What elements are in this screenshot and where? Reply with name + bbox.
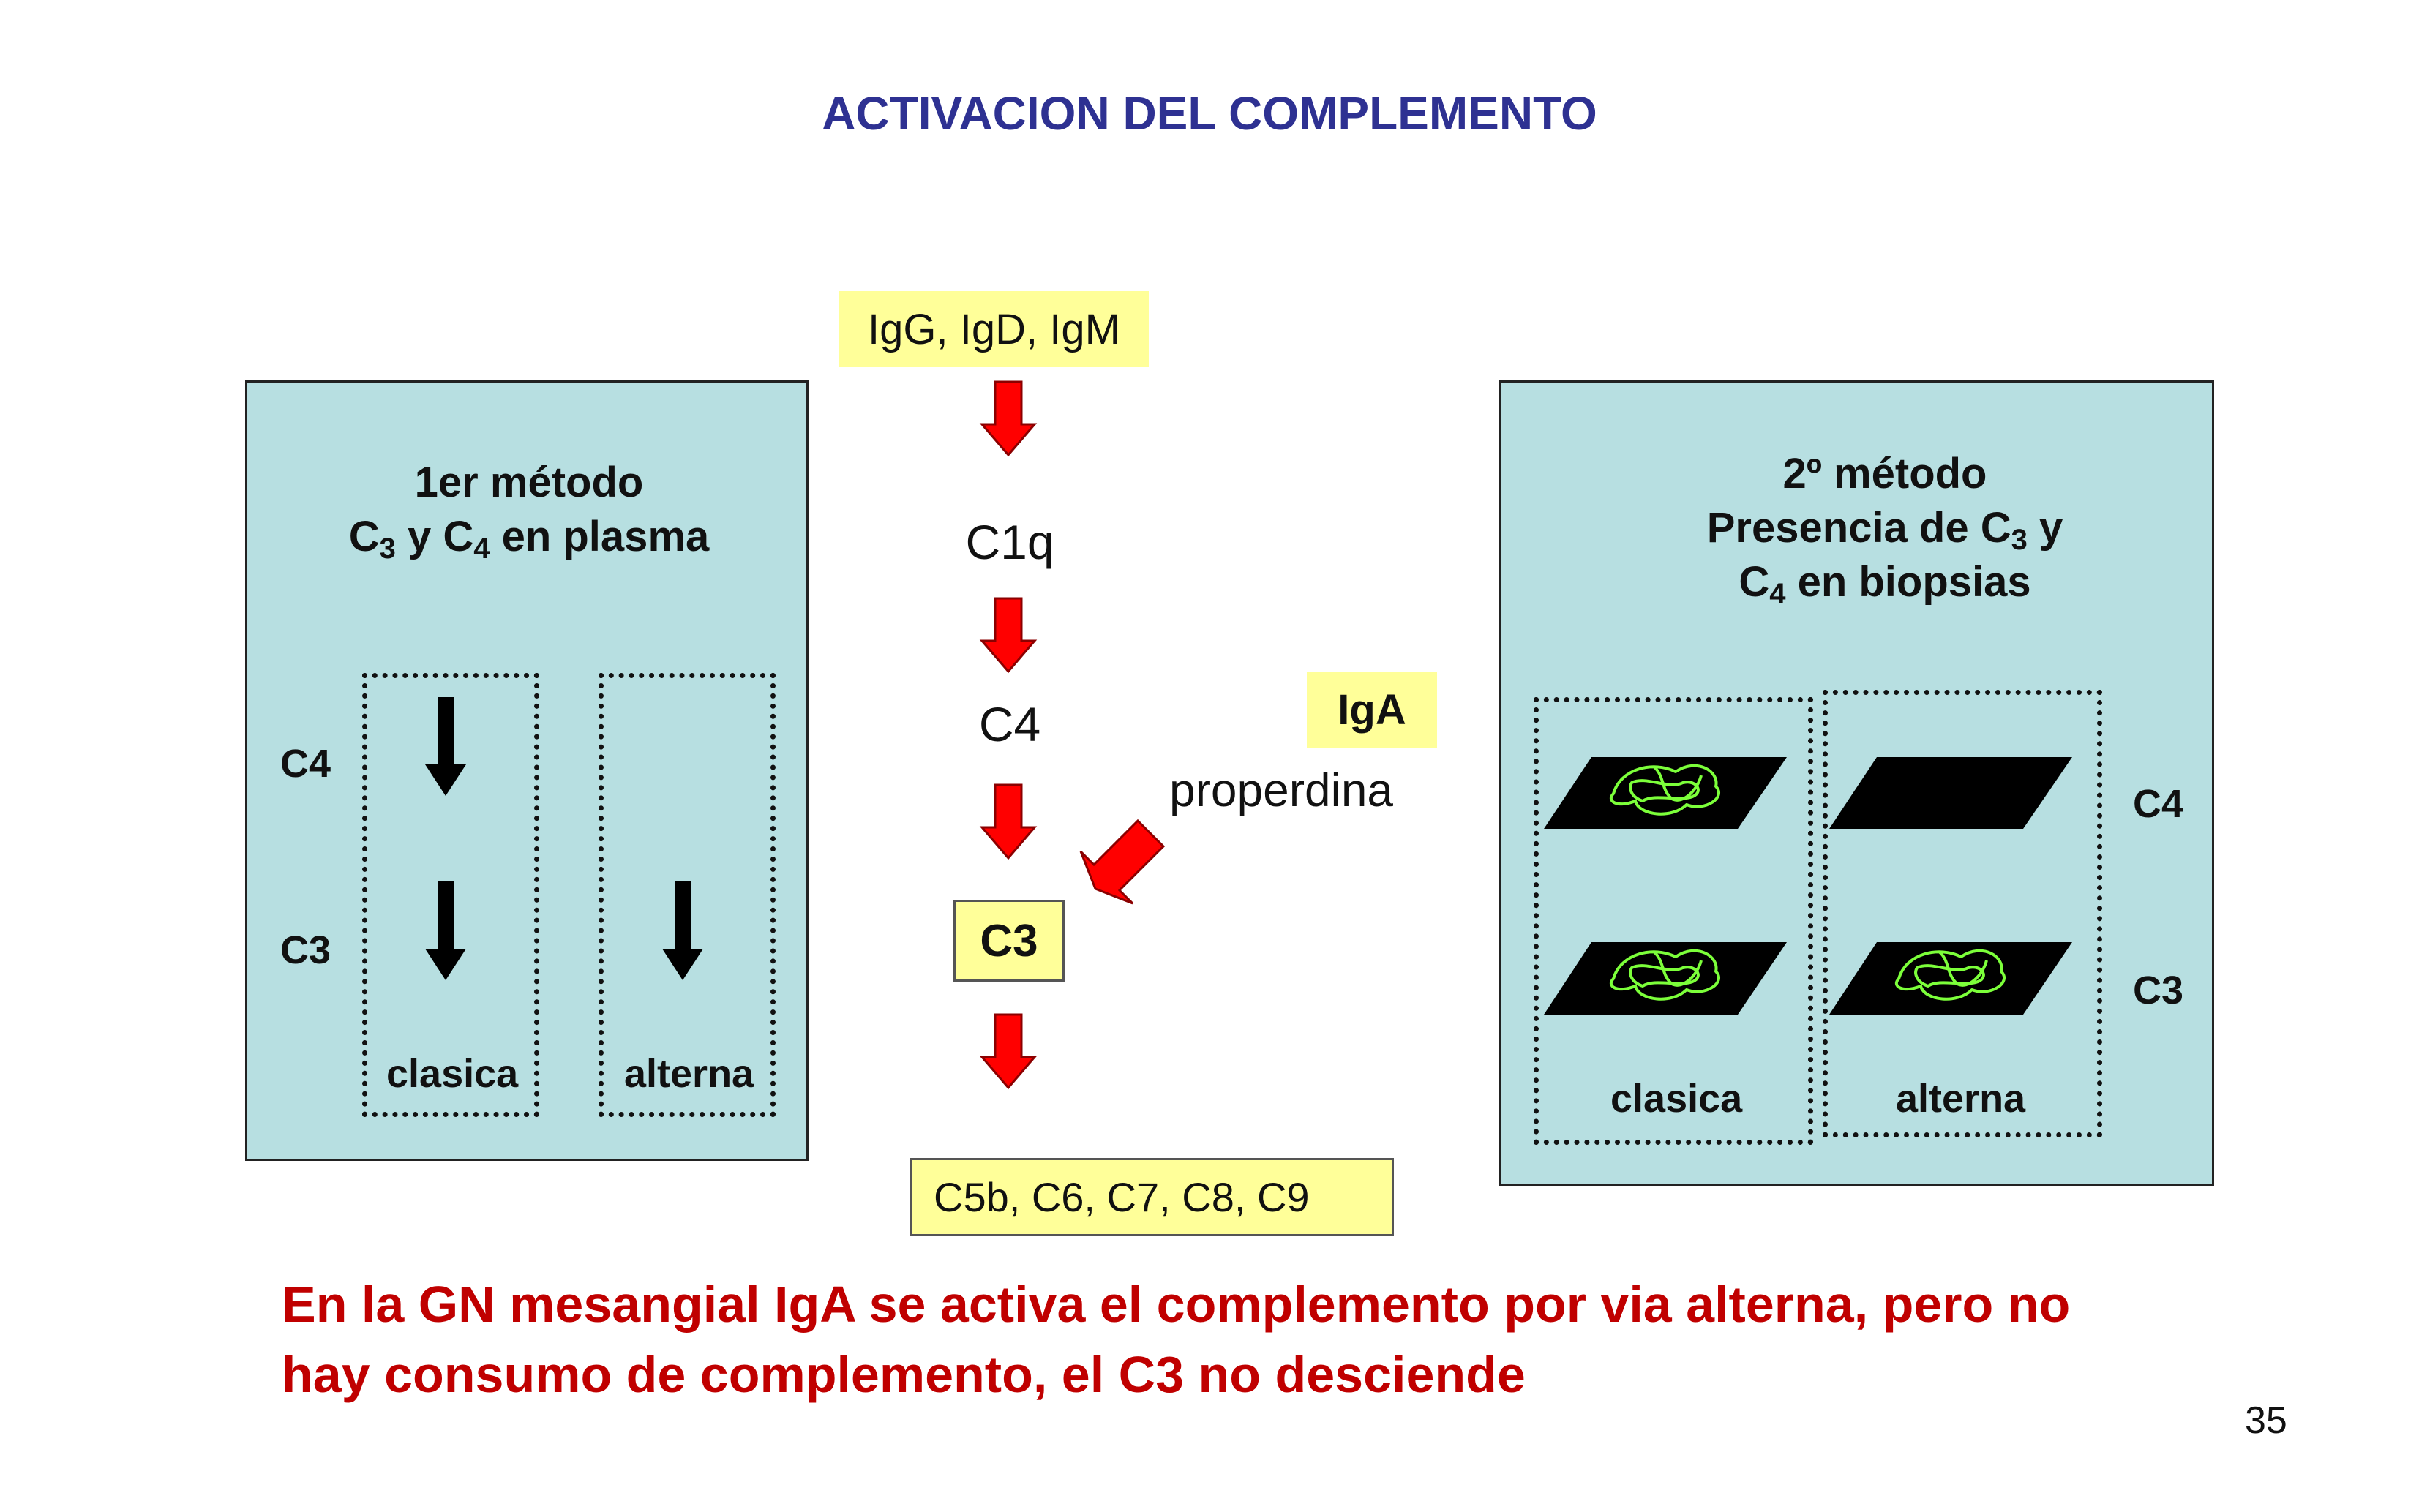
red-arrow-down-icon xyxy=(979,597,1038,674)
red-arrow-down-icon xyxy=(979,1013,1038,1090)
cascade-step-c1q: C1q xyxy=(965,515,1054,569)
left-clasica-group xyxy=(362,673,539,1117)
properdina-label: properdina xyxy=(1169,764,1393,816)
black-arrow-down-icon xyxy=(662,881,703,980)
deposit-alterna-c3-icon xyxy=(1894,949,2006,1001)
right-row-label-c3: C3 xyxy=(2133,968,2184,1012)
right-panel-title-line1: 2º método xyxy=(1782,450,1987,497)
left-alterna-group xyxy=(599,673,776,1117)
left-row-label-c4: C4 xyxy=(280,742,331,786)
right-panel-title-line2: Presencia de C3 y xyxy=(1706,504,2063,556)
deposit-clasica-c3-icon xyxy=(1609,949,1720,1001)
biopsy-slide-clasica-c3-icon xyxy=(1544,942,1787,1015)
left-method-panel: 1er método C3 y C4 en plasma C4 C3 clasi… xyxy=(245,380,809,1161)
left-row-label-c3: C3 xyxy=(280,928,331,972)
red-arrow-down-icon xyxy=(979,380,1038,457)
red-arrow-diagonal-icon xyxy=(1079,819,1166,905)
red-arrow-down-icon xyxy=(979,783,1038,860)
iga-box: IgA xyxy=(1307,672,1437,748)
biopsy-slide-alterna-c4-icon xyxy=(1829,757,2072,829)
immunoglobulin-box: IgG, IgD, IgM xyxy=(839,291,1149,367)
right-alterna-group xyxy=(1823,690,2102,1137)
terminal-complement-box: C5b, C6, C7, C8, C9 xyxy=(910,1158,1394,1236)
right-row-label-c4: C4 xyxy=(2133,782,2184,826)
slide-title: ACTIVACION DEL COMPLEMENTO xyxy=(822,87,1597,140)
right-clasica-group xyxy=(1534,697,1813,1145)
left-panel-title-line2: C3 y C4 en plasma xyxy=(348,513,710,565)
black-arrow-down-icon xyxy=(425,697,466,796)
cascade-step-c4: C4 xyxy=(978,697,1041,751)
left-clasica-label: clasica xyxy=(386,1052,519,1096)
conclusion-line2: hay consumo de complemento, el C3 no des… xyxy=(282,1346,1526,1403)
right-alterna-label: alterna xyxy=(1896,1077,2026,1121)
left-alterna-label: alterna xyxy=(624,1052,754,1096)
page-number: 35 xyxy=(2245,1399,2287,1442)
biopsy-slide-alterna-c3-icon xyxy=(1829,942,2072,1015)
cascade-step-c3-box: C3 xyxy=(953,900,1065,982)
deposit-clasica-c4-icon xyxy=(1609,764,1720,816)
left-panel-title-line1: 1er método xyxy=(414,459,644,506)
conclusion-text: En la GN mesangial IgA se activa el comp… xyxy=(282,1269,2243,1410)
right-clasica-label: clasica xyxy=(1610,1077,1743,1121)
conclusion-line1: En la GN mesangial IgA se activa el comp… xyxy=(282,1276,2071,1333)
right-panel-title-line3: C4 en biopsias xyxy=(1739,558,2031,610)
black-arrow-down-icon xyxy=(425,881,466,980)
